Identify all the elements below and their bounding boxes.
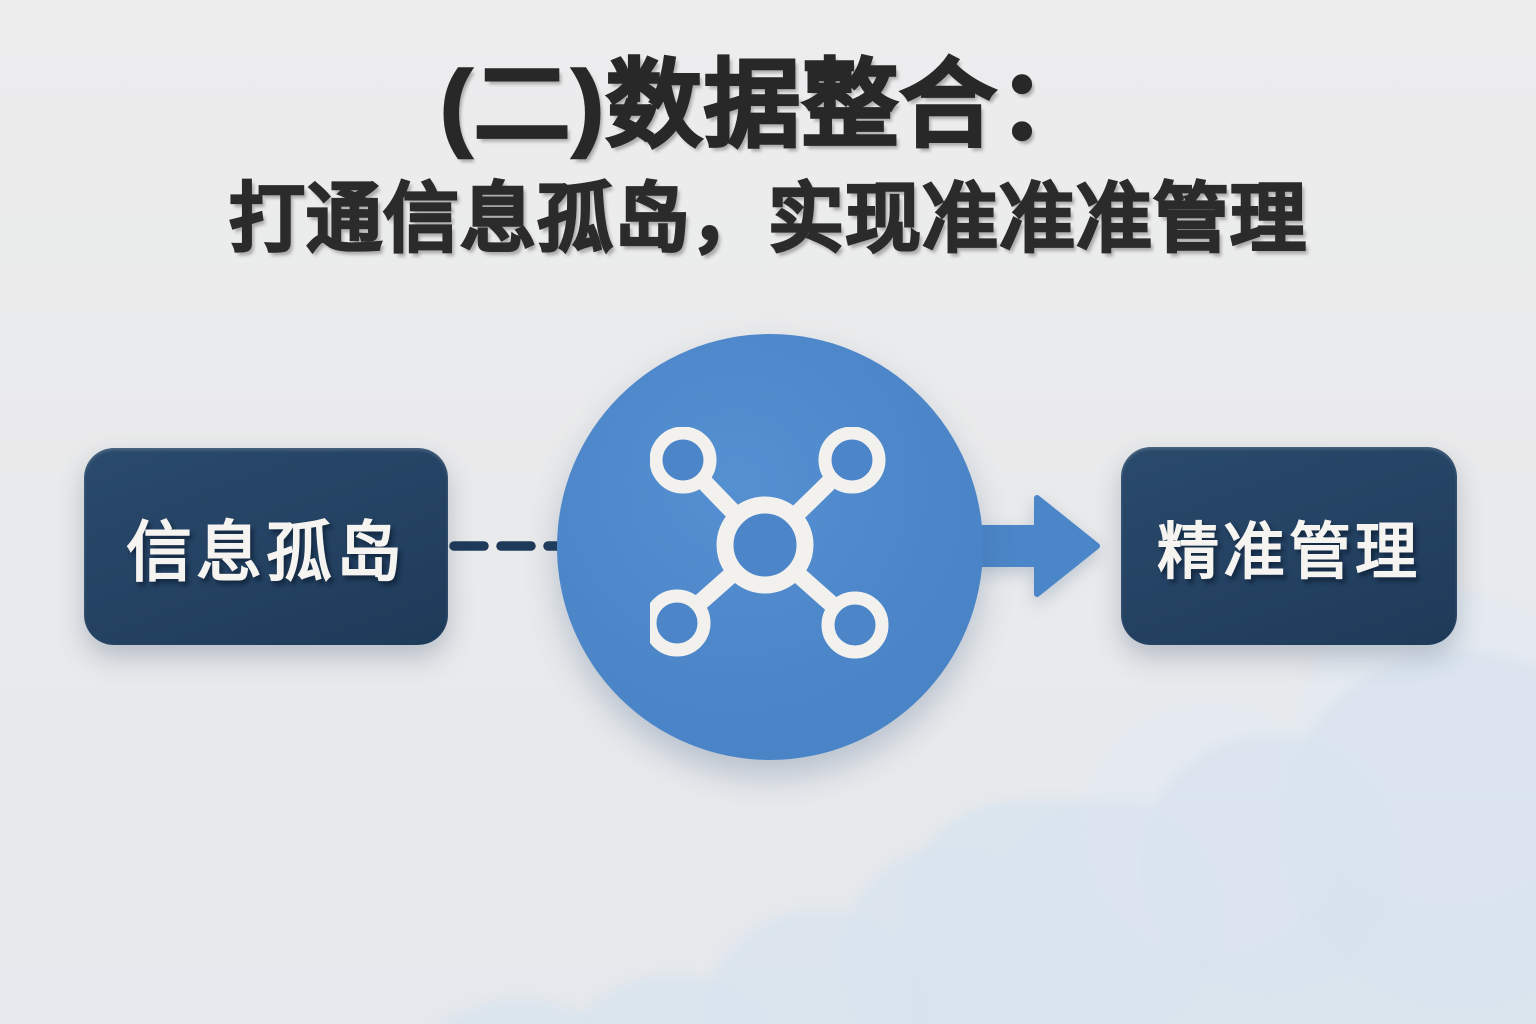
- page-title: (二)数据整合：: [439, 51, 1096, 160]
- info-silo-box: 信息孤岛: [84, 448, 448, 645]
- network-hub-icon: [650, 427, 889, 659]
- dashed-connector: [449, 541, 578, 551]
- arrow-right-icon: [972, 494, 1100, 599]
- data-hub-circle: [557, 334, 983, 760]
- precise-management-label: 精准管理: [1156, 518, 1421, 587]
- info-silo-label: 信息孤岛: [126, 514, 406, 589]
- page-subtitle: 打通信息孤岛，实现准准准管理: [228, 177, 1307, 262]
- precise-management-box: 精准管理: [1121, 447, 1457, 645]
